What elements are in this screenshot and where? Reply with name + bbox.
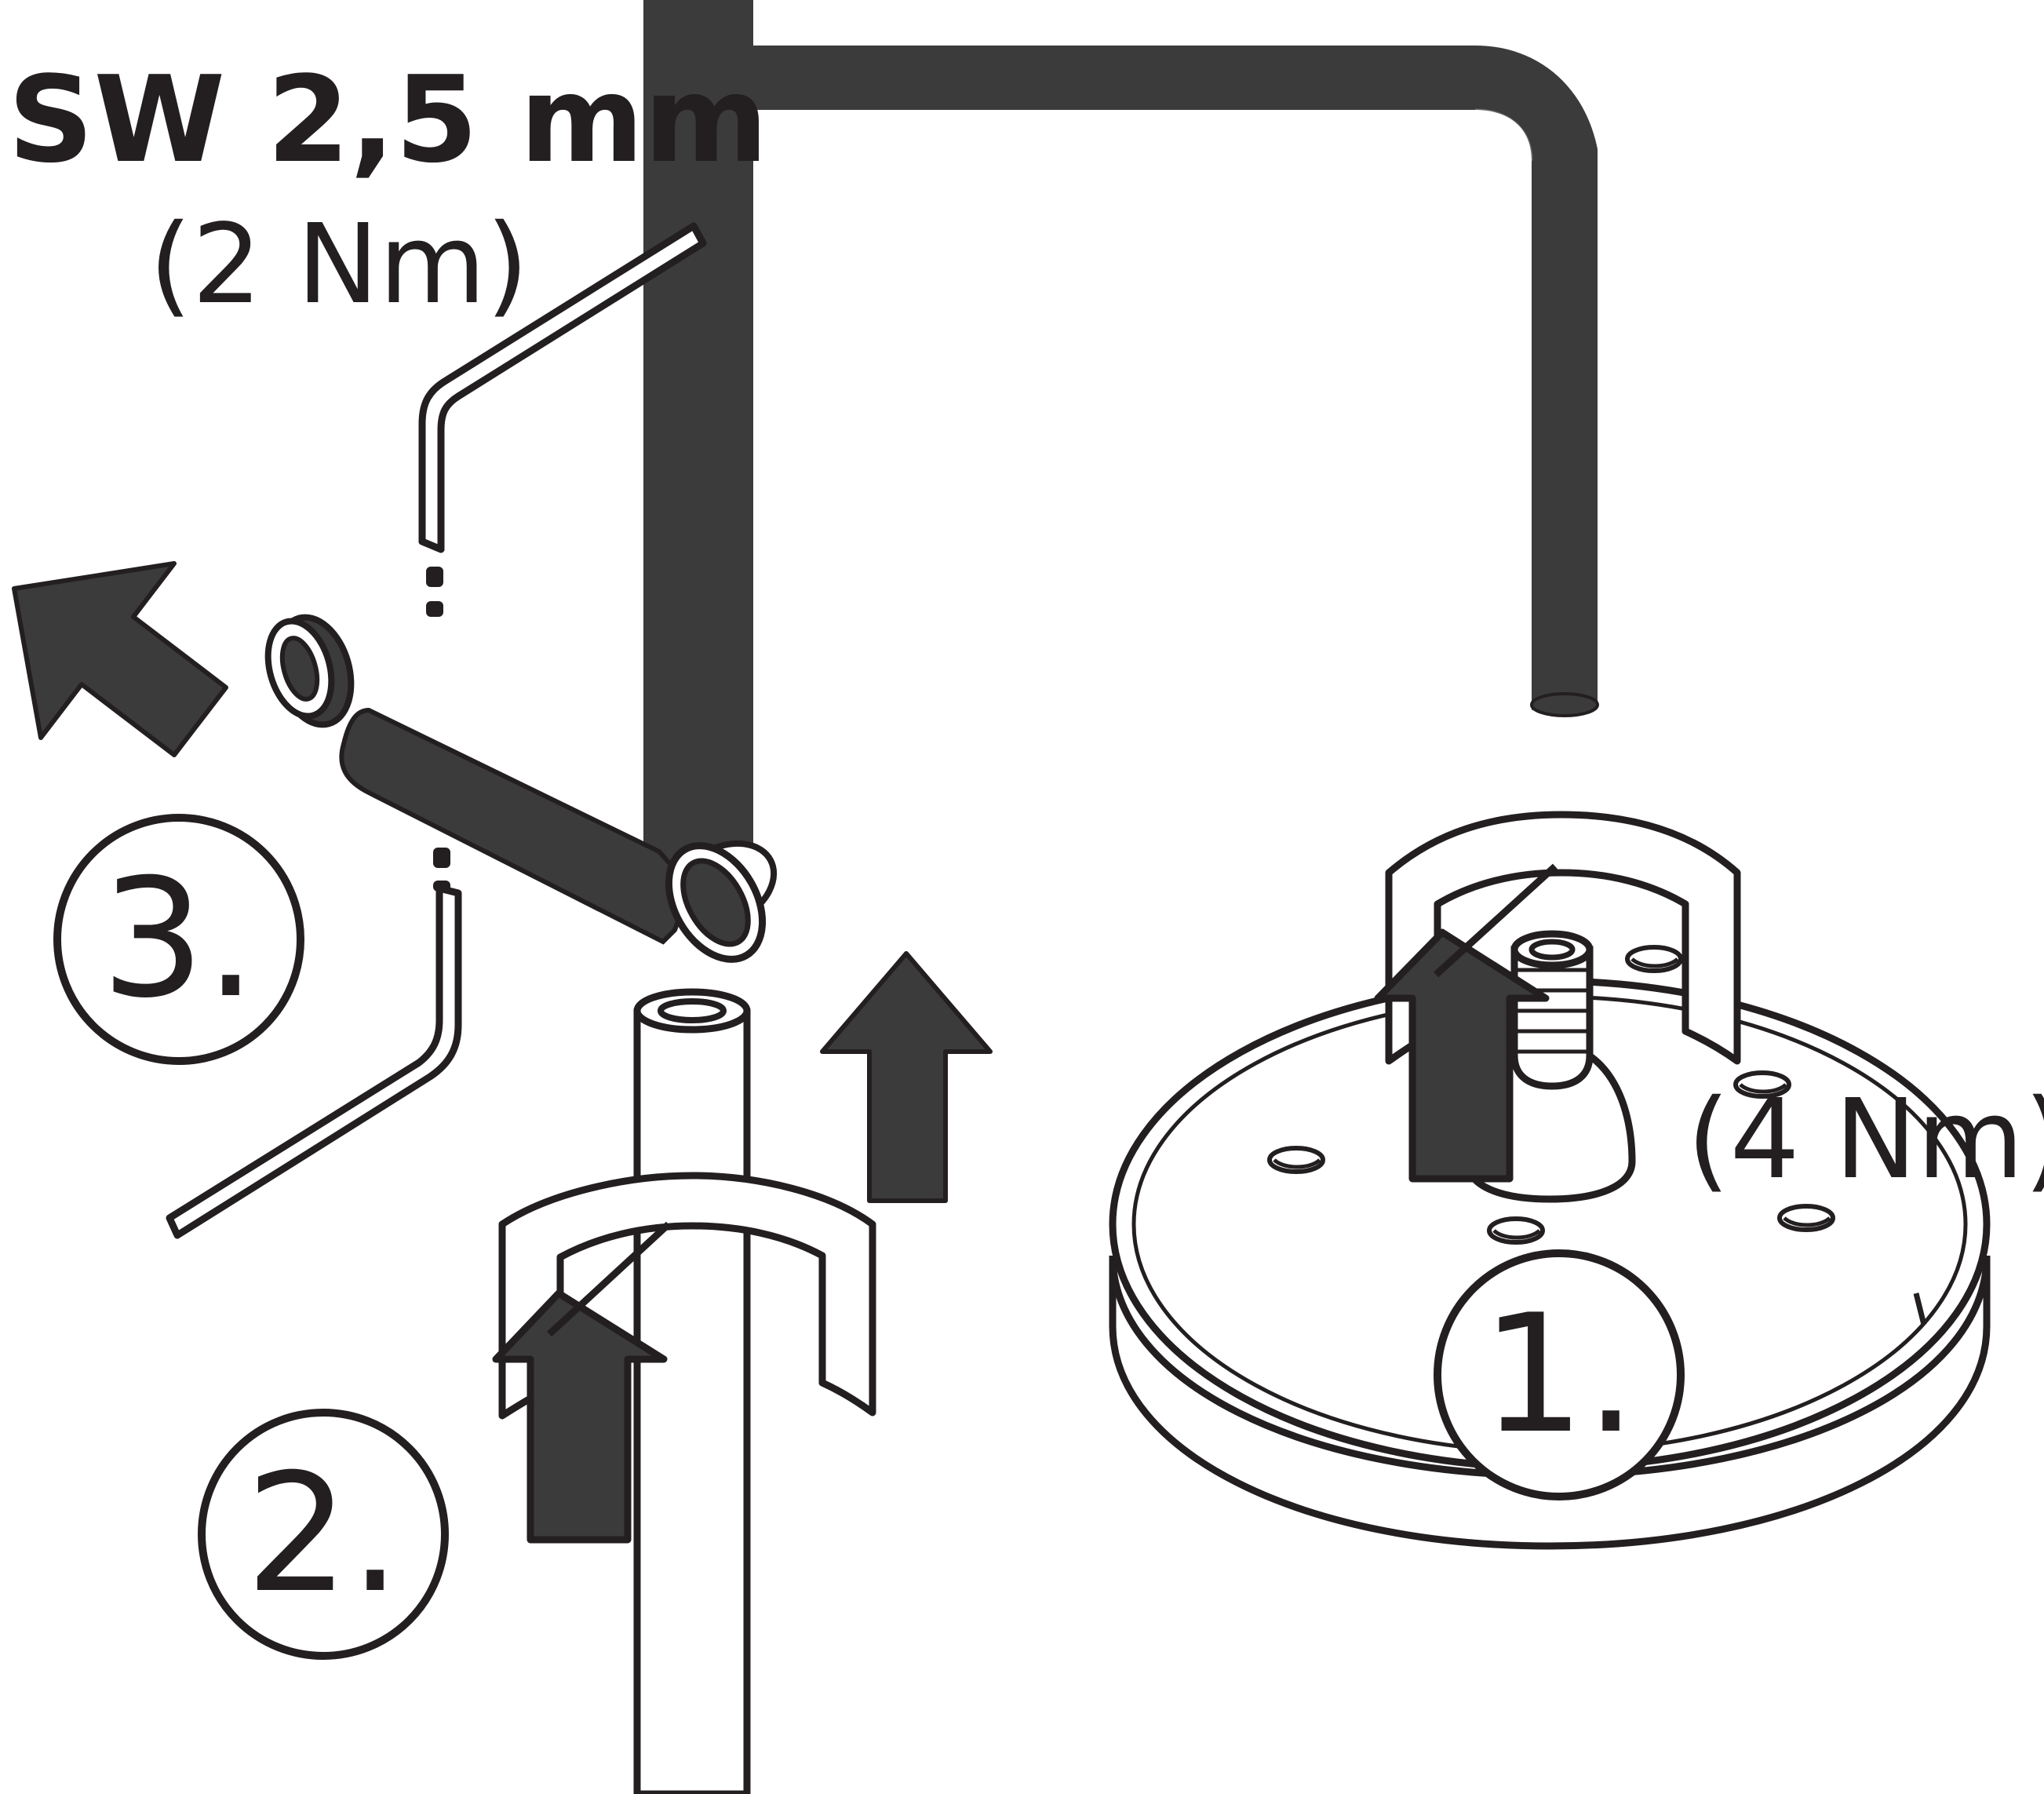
step-3-circle xyxy=(53,814,304,1065)
ring-washer xyxy=(264,614,355,728)
threaded-nipple xyxy=(1510,930,1594,1090)
step-2-number: 2. xyxy=(246,1439,401,1629)
ring-washer-bore xyxy=(279,636,320,702)
shower-arm-vertical xyxy=(643,0,753,902)
torque-plate-label: (4 Nm) xyxy=(1687,1076,2044,1204)
torque-arm-label: (2 Nm) xyxy=(149,201,529,329)
hex-key-lower xyxy=(166,884,462,1239)
step-circle-3: 3. xyxy=(53,814,304,1065)
base-plate-notch xyxy=(1913,1293,1927,1325)
shower-arm-top-stub xyxy=(656,0,753,46)
hex-key-upper-pivot-dots xyxy=(426,567,443,617)
hex-key-upper xyxy=(418,222,707,553)
riser-pipe-bore xyxy=(658,998,727,1023)
sleeve-mouth-inner xyxy=(680,858,751,947)
screw-right-top xyxy=(1625,945,1683,973)
shower-arm-end-cap xyxy=(1530,692,1599,717)
step-circle-1: 1. xyxy=(1434,1249,1685,1500)
base-plate-rim xyxy=(1109,1255,1991,1550)
tool-size-label: SW 2,5 mm xyxy=(8,50,768,189)
sleeve-nut-body xyxy=(339,707,694,945)
riser-pipe-body xyxy=(633,1008,751,1794)
riser-pipe xyxy=(633,988,751,1794)
screw-right-low xyxy=(1777,1204,1835,1232)
step-2-circle xyxy=(198,1409,449,1660)
sleeve-nut-dot xyxy=(422,669,438,684)
base-plate xyxy=(1109,930,1991,1550)
screw-centre-low xyxy=(1487,1216,1545,1245)
arm-elbow-highlight xyxy=(1474,108,1533,162)
hex-key-lower-pivot-dots xyxy=(433,848,450,892)
sleeve-nut-mouth xyxy=(665,842,767,963)
fixing-screws xyxy=(1267,945,1835,1245)
step-circle-2: 2. xyxy=(198,1409,449,1660)
shower-arm-right-leg xyxy=(1532,161,1598,702)
arrow-pull-left xyxy=(12,561,228,757)
rotation-arrow-plate xyxy=(1374,811,1741,1183)
shower-arm xyxy=(643,0,1599,902)
step-3-number: 3. xyxy=(101,844,257,1034)
arrow-push-up xyxy=(820,951,993,1203)
screw-left-low xyxy=(1267,1146,1325,1174)
rotation-arrow-pipe xyxy=(492,1172,876,1544)
sleeve-nut xyxy=(264,614,767,963)
step-1-number: 1. xyxy=(1481,1280,1637,1470)
screw-right-mid xyxy=(1733,1070,1791,1099)
step-1-circle xyxy=(1434,1249,1685,1500)
